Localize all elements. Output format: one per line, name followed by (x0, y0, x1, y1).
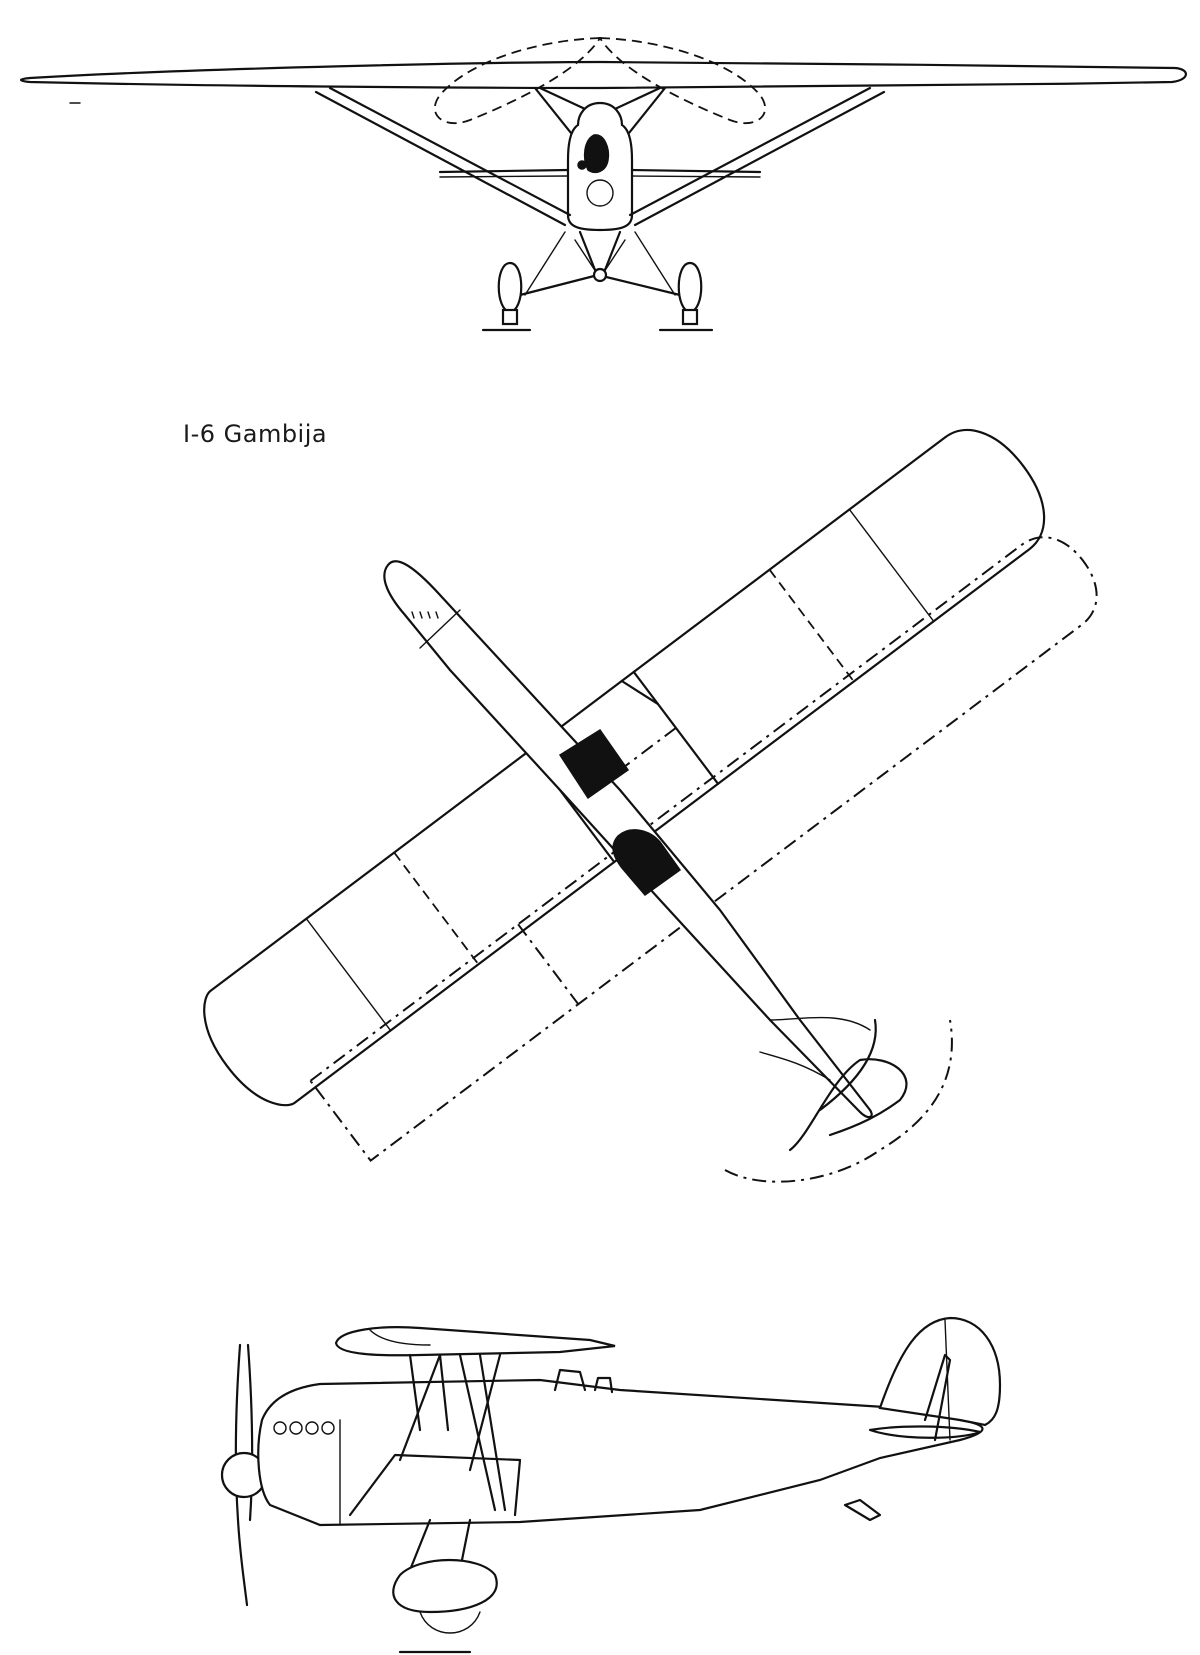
side-view (220, 1316, 1002, 1654)
aircraft-designation-caption: I-6 Gambija (183, 420, 328, 448)
plan-view (203, 429, 1098, 1183)
front-view (19, 37, 1187, 332)
